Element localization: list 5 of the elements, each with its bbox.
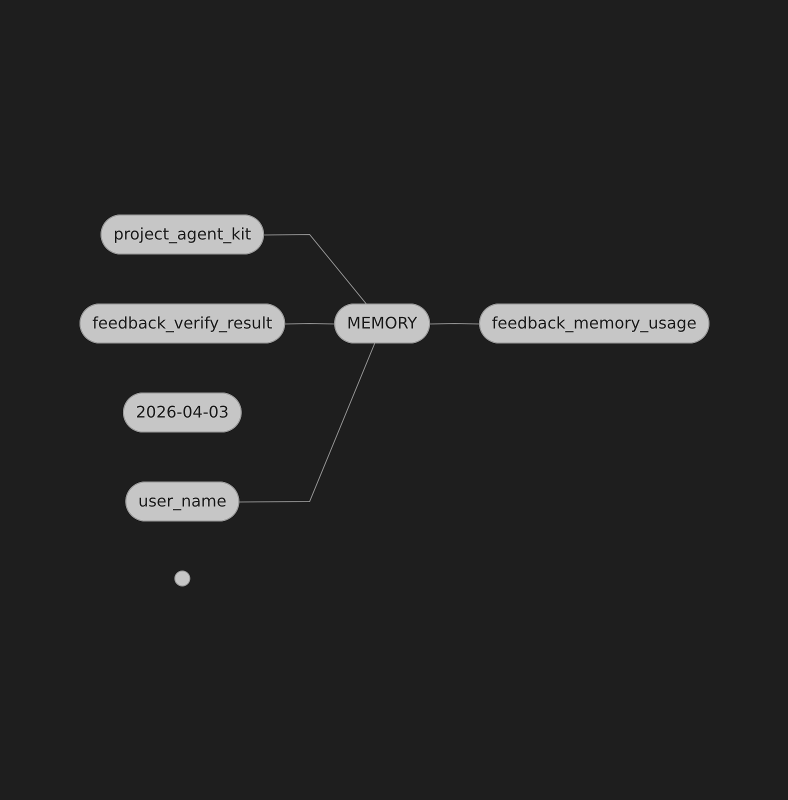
connector: [238, 342, 375, 502]
connector: [284, 322, 336, 324]
connector: [429, 322, 480, 324]
node-circle: [174, 570, 190, 586]
connector: [263, 234, 367, 304]
